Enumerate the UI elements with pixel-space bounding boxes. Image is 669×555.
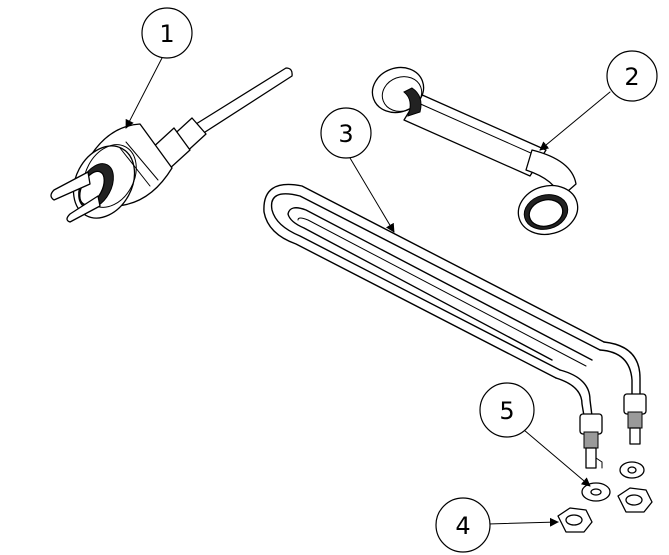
- thermostat-tube-part: [371, 66, 579, 236]
- callout-5-label: 5: [499, 397, 514, 425]
- callout-2-label: 2: [624, 63, 639, 91]
- callout-3: 3: [320, 107, 372, 159]
- callout-1-label: 1: [159, 20, 174, 48]
- callout-3-label: 3: [338, 120, 353, 148]
- leader-line-1: [125, 57, 163, 129]
- hex-nut-part: [557, 487, 653, 533]
- callout-4: 4: [435, 497, 491, 553]
- callout-2: 2: [606, 50, 658, 102]
- leader-lines: [125, 57, 611, 527]
- callout-1: 1: [141, 7, 193, 59]
- washer-part: [581, 461, 645, 502]
- callout-4-label: 4: [455, 512, 470, 540]
- heating-element-part: [263, 183, 647, 469]
- leader-line-4: [487, 517, 559, 527]
- leader-line-2: [539, 91, 611, 151]
- power-plug-part: [50, 67, 293, 223]
- leader-line-5: [523, 429, 591, 487]
- callout-5: 5: [479, 382, 535, 438]
- leader-line-3: [349, 157, 395, 233]
